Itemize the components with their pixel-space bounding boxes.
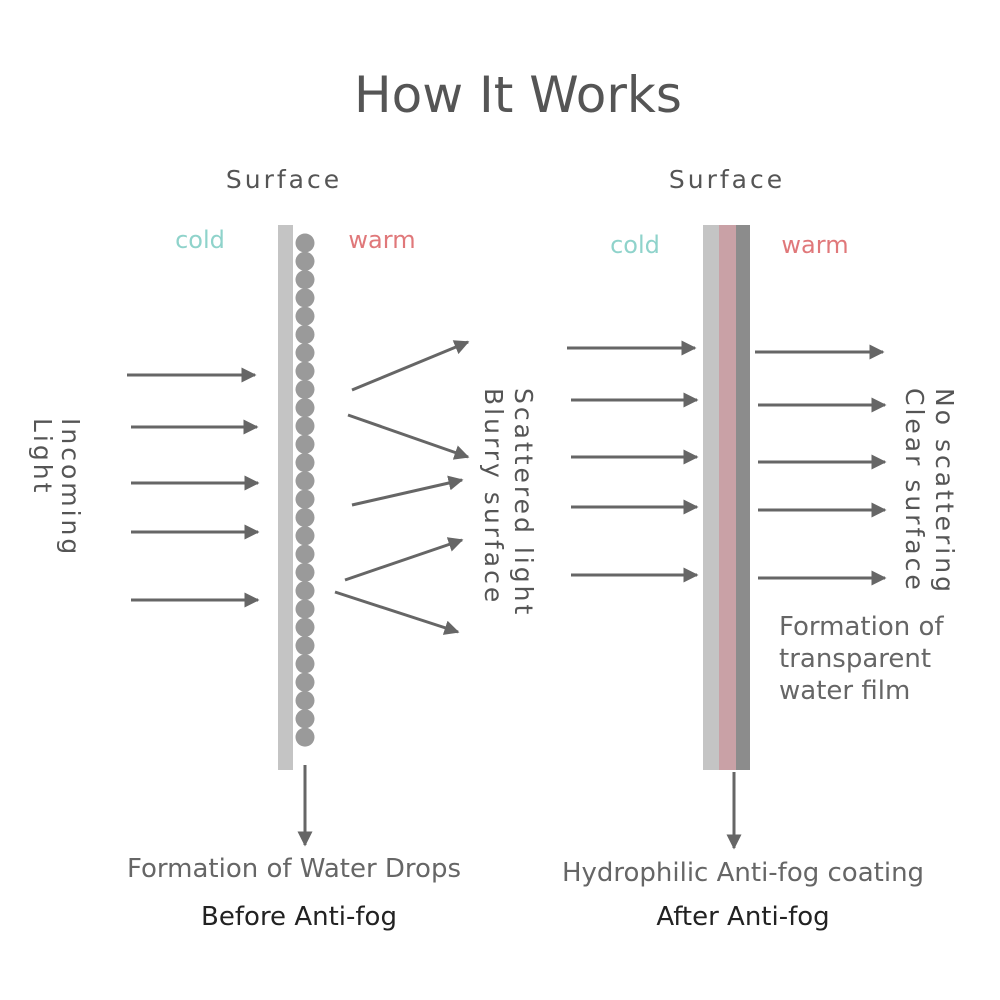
scattered-arrow	[351, 475, 464, 507]
water-droplet	[295, 270, 315, 290]
right-cold-label: cold	[610, 231, 660, 259]
water-droplet	[295, 691, 315, 710]
water-droplets	[295, 233, 315, 747]
water-droplet	[295, 306, 315, 326]
scattered-arrow	[351, 340, 470, 392]
water-droplet	[295, 251, 315, 271]
left-cold-label: cold	[175, 226, 225, 254]
after-caption: After Anti-fog	[656, 902, 829, 932]
water-droplet	[295, 508, 315, 527]
scattered-arrow	[347, 413, 470, 460]
right-formation-label: Hydrophilic Anti-fog coating	[562, 858, 924, 888]
scattered-light-line1: Scattered light	[509, 388, 538, 617]
incoming-light-line2: Light	[28, 418, 57, 495]
incoming-light-label: Incoming Light	[28, 418, 85, 557]
film-label-line3: water film	[779, 676, 910, 706]
film-label-line1: Formation of	[779, 612, 944, 642]
film-label-line2: transparent	[779, 644, 931, 674]
water-droplet	[295, 544, 315, 564]
right-film-edge	[736, 225, 750, 770]
left-formation-label: Formation of Water Drops	[127, 854, 461, 884]
left-warm-label: warm	[348, 226, 415, 254]
water-droplet	[295, 599, 315, 619]
scattered-light-line2: Blurry surface	[479, 388, 508, 605]
transmitted-arrows	[755, 344, 887, 586]
water-droplet	[295, 361, 315, 381]
scattered-arrow	[344, 537, 464, 582]
left-surface-label: Surface	[226, 165, 342, 194]
water-droplet	[295, 672, 315, 692]
left-incoming-arrows	[127, 367, 260, 608]
water-droplet	[295, 379, 315, 399]
right-surface-label: Surface	[669, 165, 785, 194]
scattered-arrow	[334, 590, 460, 635]
right-incoming-arrows	[567, 340, 699, 583]
before-caption: Before Anti-fog	[201, 902, 397, 932]
incoming-light-line1: Incoming	[56, 418, 85, 557]
scattered-arrows	[334, 340, 470, 635]
water-droplet	[295, 709, 315, 729]
water-droplet	[295, 654, 315, 674]
water-droplet	[295, 617, 315, 637]
right-glass-surface	[703, 225, 719, 770]
no-scattering-line1: No scattering	[930, 388, 959, 595]
water-droplet	[295, 581, 315, 601]
right-warm-label: warm	[781, 231, 848, 259]
water-droplet	[295, 562, 315, 582]
water-droplet	[295, 233, 315, 253]
water-film-label: Formation of transparent water film	[779, 612, 944, 706]
after-panel: Surface cold warm No scattering Cle	[562, 165, 959, 932]
water-droplet	[295, 416, 315, 436]
water-droplet	[295, 636, 315, 656]
water-droplet	[295, 453, 315, 473]
water-droplet	[295, 727, 315, 747]
water-droplet	[295, 343, 315, 363]
left-glass-surface	[278, 225, 293, 770]
water-droplet	[295, 526, 315, 546]
diagram-title: How It Works	[354, 66, 682, 124]
water-droplet	[295, 489, 315, 509]
water-film	[719, 225, 736, 770]
before-panel: Surface cold warm Incoming Light	[28, 165, 538, 932]
scattered-light-label: Scattered light Blurry surface	[479, 388, 538, 617]
water-droplet	[295, 471, 315, 491]
water-droplet	[295, 398, 315, 418]
no-scattering-line2: Clear surface	[900, 388, 929, 593]
water-droplet	[295, 325, 315, 344]
no-scattering-label: No scattering Clear surface	[900, 388, 959, 595]
water-droplet	[295, 434, 315, 454]
water-droplet	[295, 288, 315, 308]
